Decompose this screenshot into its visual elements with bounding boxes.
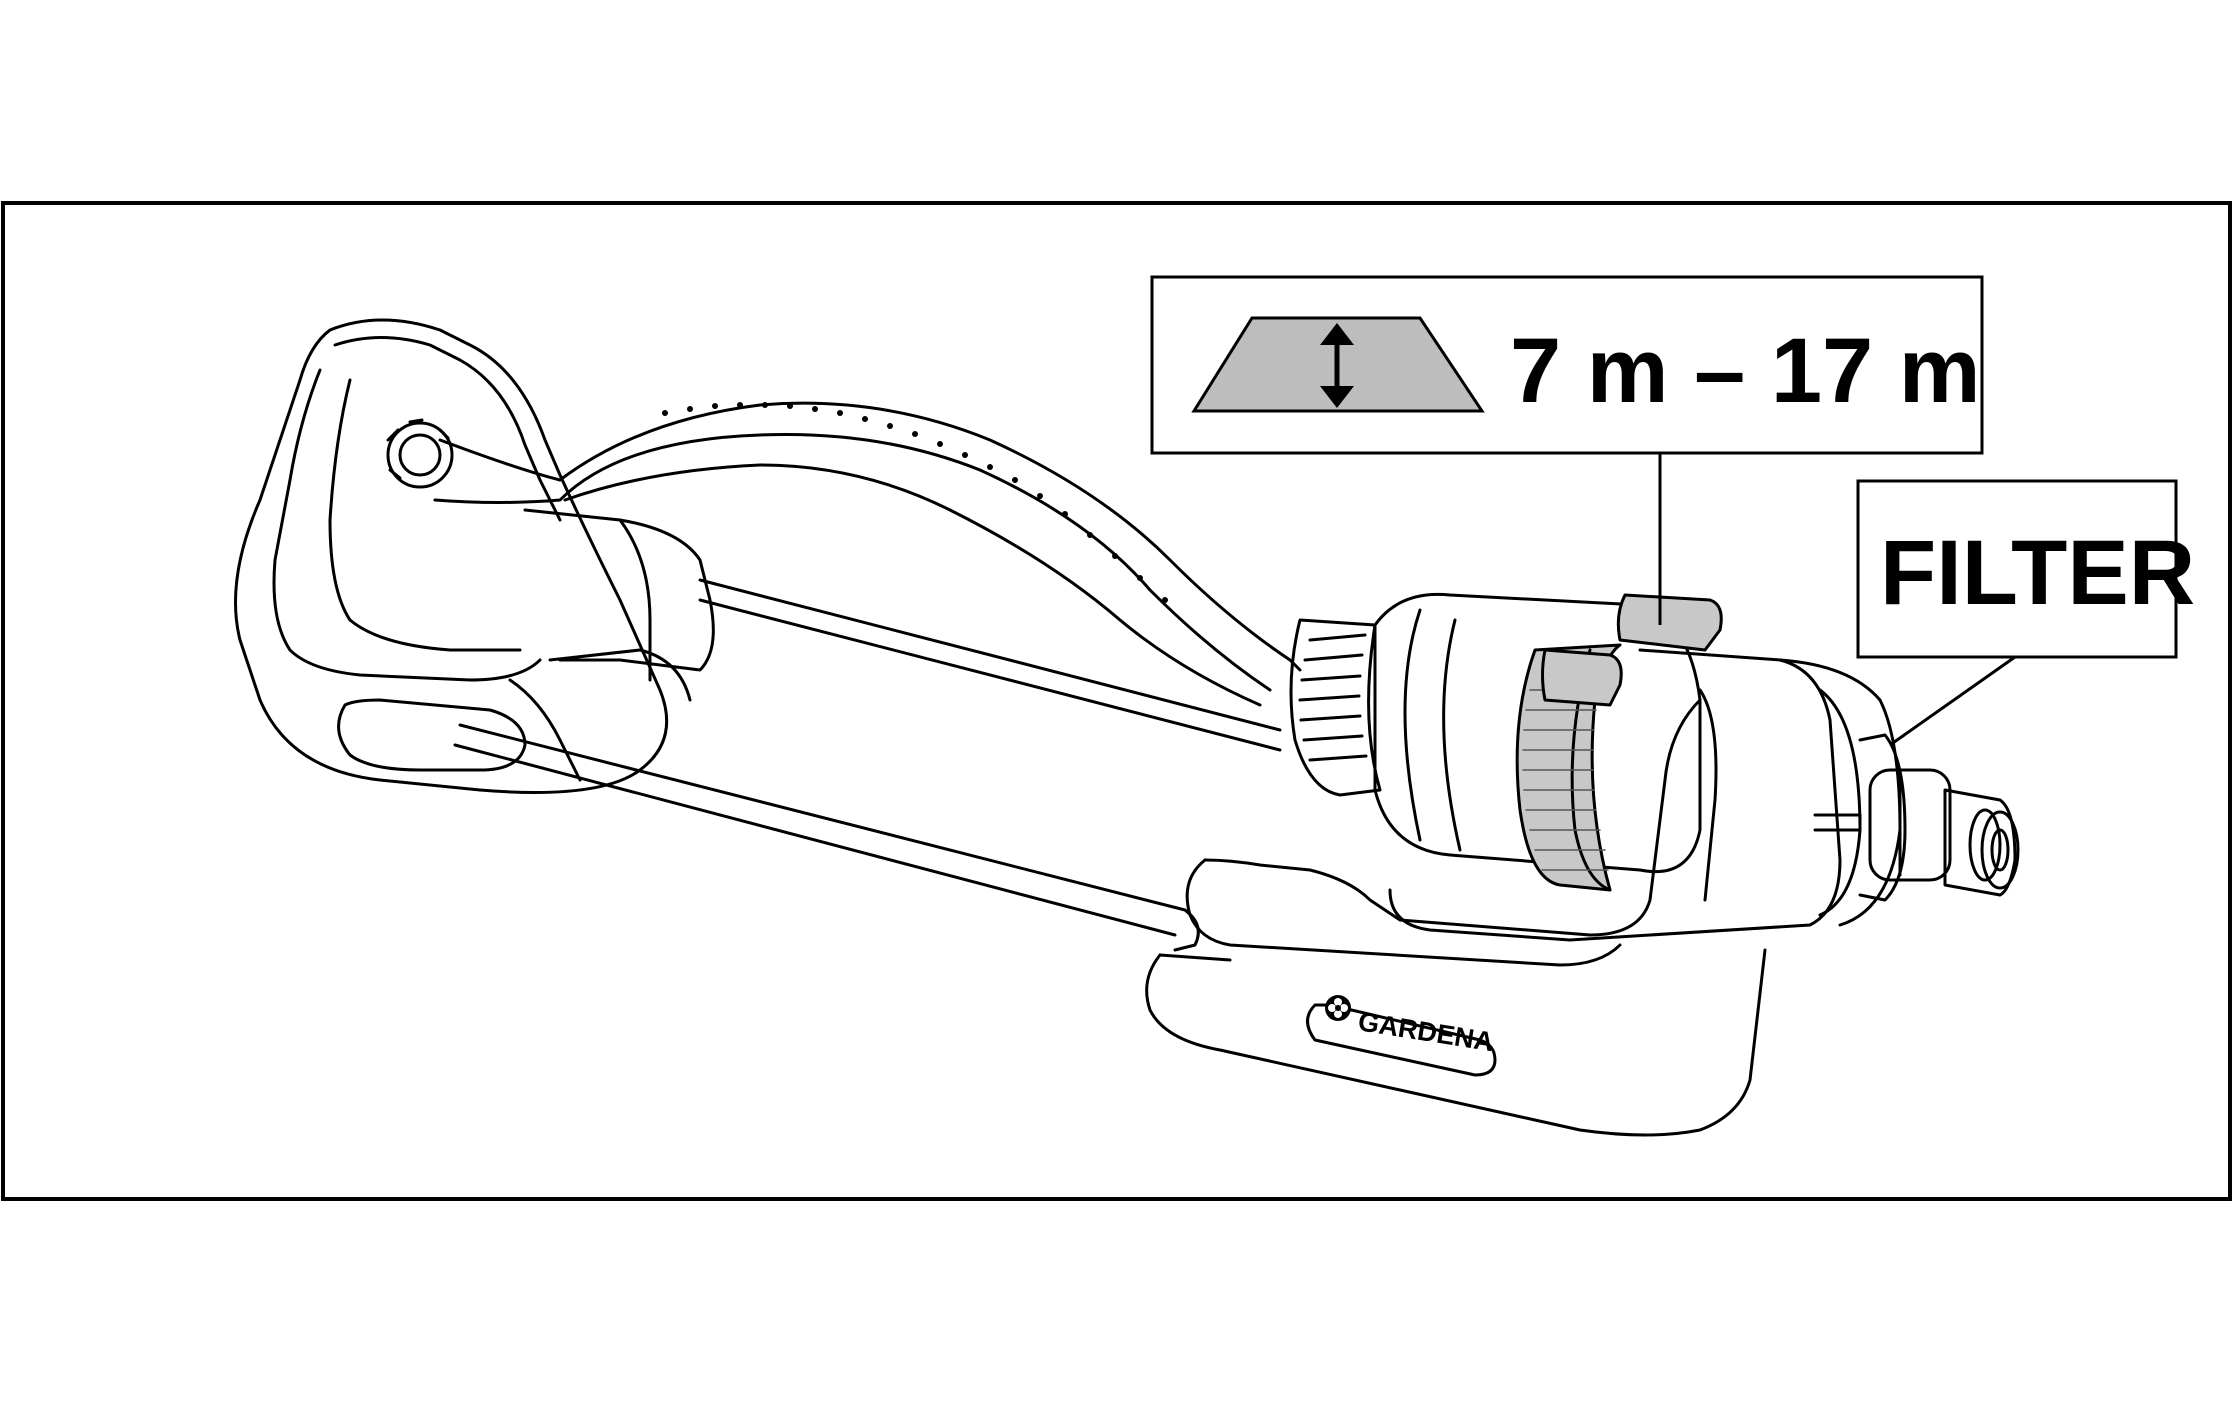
base-platform: [1145, 948, 1767, 1137]
spray-arch-tube: [438, 401, 1302, 672]
gardena-flower-logo-icon: [1325, 995, 1351, 1021]
filter-label-text: FILTER: [1880, 522, 2195, 624]
gear-housing: [1373, 592, 1702, 874]
hose-coupling: [1943, 788, 2017, 897]
filter-callout: FILTER: [1856, 479, 2195, 747]
diagram-frame: [1, 201, 2232, 1201]
filter-connector: [1858, 733, 1907, 902]
spray-nozzle-dots: [662, 402, 1168, 603]
frame-rail-upper: [698, 578, 1282, 732]
adjust-tab-upper: [1616, 593, 1723, 652]
adjust-tab-lower: [1541, 648, 1623, 707]
brand-badge-outline: [1306, 1003, 1497, 1077]
range-value-text: 7 m – 17 m: [1510, 320, 1981, 422]
range-callout: 7 m – 17 m: [1150, 275, 1984, 625]
knurled-collar: [1289, 618, 1382, 797]
filter-body: [1868, 768, 1952, 882]
right-end-cap: [1778, 658, 1902, 927]
frame-rail-lower: [458, 723, 1187, 912]
oscillating-sprinkler-drawing: [234, 318, 2020, 1137]
left-end-bracket: [234, 318, 669, 794]
brand-name-text: GARDENA: [1356, 1006, 1496, 1057]
